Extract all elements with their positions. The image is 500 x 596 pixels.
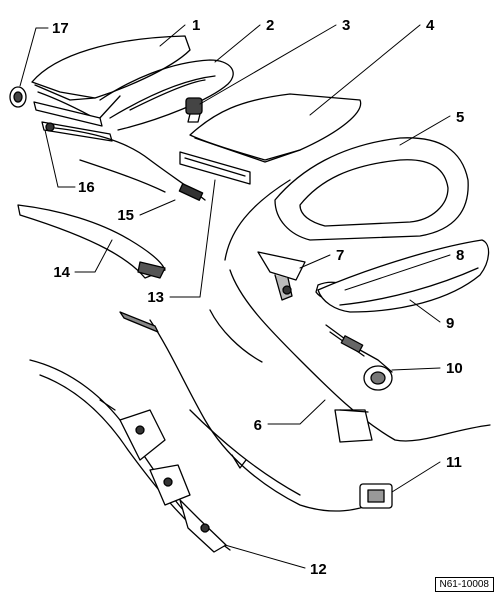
callout-17: 17 xyxy=(52,20,69,37)
callout-2: 2 xyxy=(266,17,274,34)
part-5-rear-window-frame xyxy=(274,137,469,241)
leader-lines xyxy=(19,24,451,569)
callout-1: 1 xyxy=(192,17,200,34)
drawing-reference-number: N61-10008 xyxy=(434,577,494,592)
part-17-lock xyxy=(9,86,27,108)
part-6-wiring-harness xyxy=(209,179,491,443)
callout-12: 12 xyxy=(310,561,327,578)
callout-5: 5 xyxy=(456,109,464,126)
part-15-hydraulic-line xyxy=(54,127,206,201)
part-7-lock-mechanism xyxy=(257,251,306,301)
part-10-rear-linkage xyxy=(325,324,393,391)
callout-3: 3 xyxy=(342,17,350,34)
part-4-roof-centre-panel xyxy=(189,93,362,163)
callout-4: 4 xyxy=(426,17,435,34)
part-2-seal-cable xyxy=(99,59,234,131)
part-14-trim-strip xyxy=(17,204,166,279)
part-13-cross-bar xyxy=(179,151,251,185)
part-3-motor xyxy=(185,97,203,123)
callout-14: 14 xyxy=(53,264,70,281)
callout-8: 8 xyxy=(456,247,464,264)
part-9-tonneau-cover xyxy=(317,239,490,313)
callout-13: 13 xyxy=(147,289,164,306)
part-12-main-frame xyxy=(29,359,231,553)
callout-9: 9 xyxy=(446,315,454,332)
callout-15: 15 xyxy=(117,207,134,224)
callout-10: 10 xyxy=(446,360,463,377)
callout-labels: 1 2 3 4 5 6 7 8 9 10 11 12 13 14 15 16 1… xyxy=(52,17,464,578)
callout-16: 16 xyxy=(78,179,95,196)
callout-6: 6 xyxy=(254,417,262,434)
callout-7: 7 xyxy=(336,247,344,264)
part-11-hydraulic-unit xyxy=(119,311,393,512)
callout-11: 11 xyxy=(446,454,462,471)
